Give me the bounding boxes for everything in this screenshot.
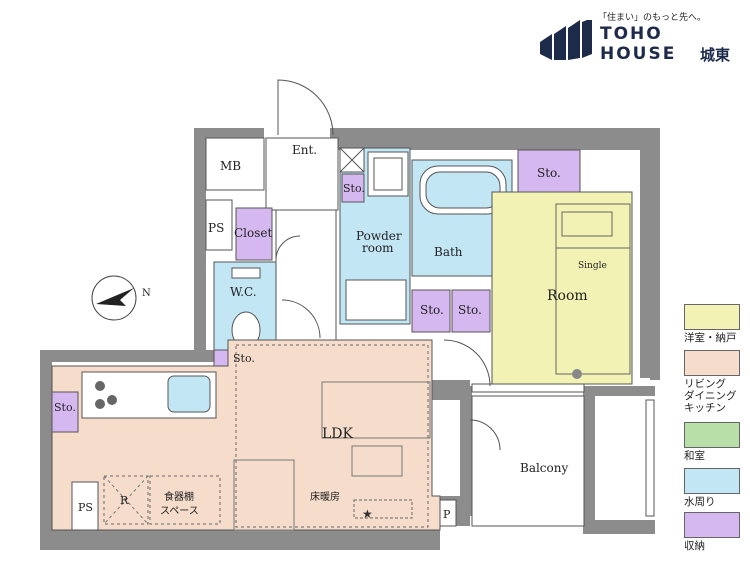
washer-icon <box>367 151 409 197</box>
label-ps-top: PS <box>208 221 224 235</box>
sofa-icon <box>321 381 431 439</box>
label-wc: W.C. <box>230 285 257 299</box>
label-bath: Bath <box>434 245 463 259</box>
sto-top-box <box>517 149 581 193</box>
legend-item-water: 水周り <box>684 468 748 508</box>
logo-tagline: 「住まい」のもっと先へ。 <box>598 13 707 23</box>
walls <box>40 128 660 550</box>
sink-icon <box>167 375 211 413</box>
balcony <box>471 395 585 527</box>
logo-line2: HOUSE <box>600 44 677 64</box>
entrance-door <box>277 79 334 136</box>
logo-line1: TOHO <box>600 24 663 44</box>
ps-top-box <box>205 199 233 251</box>
label-ps-bottom: PS <box>78 501 93 514</box>
label-ent: Ent. <box>292 143 317 157</box>
compass-icon <box>91 275 137 321</box>
star-icon: ★ <box>362 507 373 521</box>
sto-mid2-box <box>451 289 491 333</box>
label-sto-kitchen: Sto. <box>54 401 76 414</box>
washbasin-icon <box>345 279 407 321</box>
label-closet: Closet <box>234 226 273 240</box>
logo-mark-icon <box>540 20 592 60</box>
label-sto-top: Sto. <box>537 166 561 180</box>
label-powder: Powder <box>356 229 402 243</box>
label-room: Room <box>547 288 588 304</box>
light-icon <box>572 369 582 379</box>
legend-item-ldk: リビング ダイニング キッチン <box>684 350 748 414</box>
toho-house-logo <box>540 10 750 70</box>
label-shelf2: スペース <box>160 506 199 517</box>
ps-bottom-box <box>71 481 99 531</box>
label-compass: N <box>142 288 151 299</box>
logo-line3: 城東 <box>700 46 731 64</box>
sto-mid1-box <box>411 289 451 333</box>
stove-icon <box>95 381 105 391</box>
p-box <box>439 499 457 527</box>
label-sto-mid2: Sto. <box>458 303 482 317</box>
sto-kitchen-box <box>51 391 79 433</box>
label-ldk: LDK <box>322 426 354 442</box>
legend-item-western: 洋室・納戸 <box>684 304 748 344</box>
label-floorheat: 床暖房 <box>310 490 340 503</box>
legend-item-washitsu: 和室 <box>684 422 748 462</box>
label-balcony: Balcony <box>520 461 568 475</box>
closet <box>235 207 273 261</box>
single-bed-icon <box>555 203 631 375</box>
sto-small-box <box>341 173 365 203</box>
label-mb: MB <box>220 159 241 173</box>
label-single: Single <box>578 261 607 271</box>
label-shelf1: 食器棚 <box>164 490 194 503</box>
label-sto-wc: Sto. <box>233 352 255 365</box>
ldk-area <box>51 339 441 531</box>
label-p: P <box>443 508 451 521</box>
mb-box <box>205 137 265 191</box>
legend-item-storage: 収納 <box>684 512 748 552</box>
label-r: R <box>120 494 129 507</box>
label-sto-mid1: Sto. <box>420 303 444 317</box>
label-sto-small: Sto. <box>343 182 365 195</box>
label-powder-room: room <box>362 241 394 255</box>
